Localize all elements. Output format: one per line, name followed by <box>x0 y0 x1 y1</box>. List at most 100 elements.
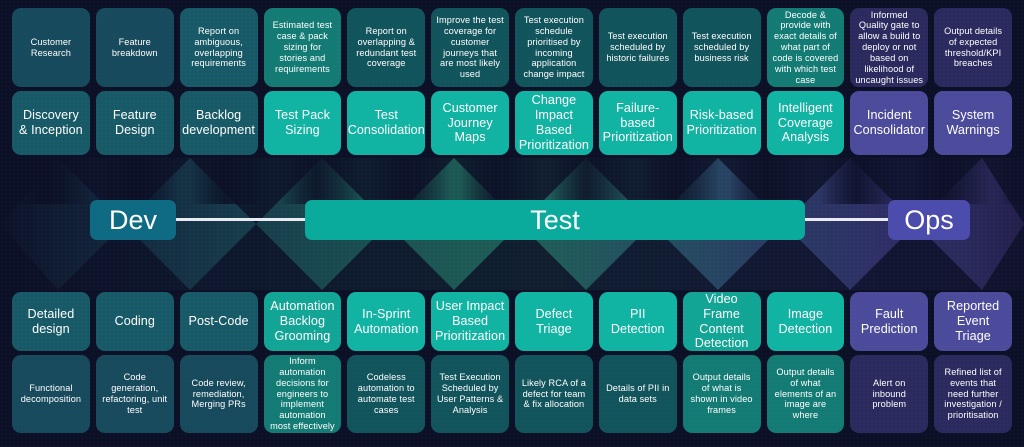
bottom-stage-card-label: PII Detection <box>610 306 665 336</box>
connector-test-ops <box>803 218 890 221</box>
top-stage-card-12[interactable]: System Warnings <box>934 91 1012 155</box>
bottom-description-card-label: Alert on inbound problem <box>872 377 907 410</box>
top-stage-card-label: Change Impact Based Prioritization <box>518 93 590 152</box>
bottom-description-card-label: Output details of what elements of an im… <box>774 366 837 421</box>
bottom-stage-card-2[interactable]: Coding <box>95 292 174 351</box>
top-description-card-label: Estimated test case & pack sizing for st… <box>272 20 333 74</box>
top-stage-card-label: Risk-based Prioritization <box>686 108 757 137</box>
top-description-card-3[interactable]: Report on ambiguous, overlapping require… <box>179 8 258 87</box>
top-stage-card-10[interactable]: Intelligent Coverage Analysis <box>766 91 845 155</box>
top-stage-card-8[interactable]: Failure-based Prioritization <box>598 91 677 155</box>
ops-stage-bar[interactable]: Ops <box>888 200 970 240</box>
top-stage-card-label: Incident Consolidator <box>853 108 925 137</box>
top-description-row: Customer Research Feature breakdown Report… <box>12 8 1012 87</box>
dev-stage-bar[interactable]: Dev <box>90 200 176 240</box>
top-description-card-5[interactable]: Report on overlapping & redundant test c… <box>347 8 426 87</box>
bottom-stage-card-3[interactable]: Post-Code <box>179 292 258 351</box>
bottom-stage-card-label: Post-Code <box>188 314 249 329</box>
top-description-card-label: Customer Research <box>30 36 72 58</box>
bottom-description-card-2[interactable]: Code generation, refactoring, unit test <box>95 355 174 433</box>
top-stage-card-label: Customer Journey Maps <box>442 100 498 145</box>
top-stage-card-7[interactable]: Change Impact Based Prioritization <box>515 91 593 155</box>
top-stage-card-3[interactable]: Backlog development <box>179 91 258 155</box>
top-description-card-7[interactable]: Test execution schedule prioritised by i… <box>515 8 593 87</box>
bottom-description-card-label: Code review, remediation, Merging PRs <box>191 377 246 410</box>
bottom-stage-card-9[interactable]: Video Frame Content Detection <box>682 292 761 351</box>
ops-stage-label: Ops <box>904 204 954 235</box>
test-stage-label: Test <box>530 204 580 235</box>
bottom-stage-card-label: Video Frame Content Detection <box>694 292 749 351</box>
bottom-description-card-label: Codeless automation to automate test cas… <box>357 372 415 415</box>
top-description-card-9[interactable]: Test execution scheduled by business ris… <box>682 8 761 87</box>
top-description-card-label: Test execution schedule prioritised by i… <box>523 14 585 80</box>
bottom-stage-card-10[interactable]: Image Detection <box>766 292 845 351</box>
bottom-stage-card-6[interactable]: User Impact Based Prioritization <box>431 292 509 351</box>
top-description-card-1[interactable]: Customer Research <box>12 8 90 87</box>
bottom-stage-card-8[interactable]: PII Detection <box>598 292 677 351</box>
top-description-card-label: Feature breakdown <box>111 36 158 58</box>
top-stage-card-9[interactable]: Risk-based Prioritization <box>682 91 761 155</box>
bottom-stage-card-11[interactable]: Fault Prediction <box>850 292 929 351</box>
top-description-card-10[interactable]: Decode & provide with exact details of w… <box>766 8 845 87</box>
top-description-card-8[interactable]: Test execution scheduled by historic fai… <box>598 8 677 87</box>
bottom-stage-card-label: User Impact Based Prioritization <box>435 299 506 343</box>
top-stage-card-4[interactable]: Test Pack Sizing <box>263 91 342 155</box>
bottom-description-card-label: Refined list of events that need further… <box>944 366 1002 421</box>
top-description-card-label: Improve the test coverage for customer j… <box>436 14 504 80</box>
bottom-description-row: Functional decomposition Code generation,… <box>12 355 1012 433</box>
top-stage-card-label: Discovery & Inception <box>19 108 83 137</box>
top-stage-card-2[interactable]: Feature Design <box>95 91 174 155</box>
bottom-description-card-label: Output details of what is shown in video… <box>690 372 753 415</box>
top-description-card-12[interactable]: Output details of expected threshold/KPI… <box>934 8 1012 87</box>
bottom-stage-card-label: Fault Prediction <box>860 306 918 336</box>
bottom-description-card-9[interactable]: Output details of what is shown in video… <box>682 355 761 433</box>
bottom-stage-card-label: In-Sprint Automation <box>354 306 419 336</box>
bottom-stage-card-label: Defect Triage <box>535 306 573 336</box>
top-description-card-2[interactable]: Feature breakdown <box>95 8 174 87</box>
bottom-description-card-12[interactable]: Refined list of events that need further… <box>934 355 1012 433</box>
top-stage-card-5[interactable]: Test Consolidation <box>347 91 426 155</box>
top-stage-card-11[interactable]: Incident Consolidator <box>850 91 929 155</box>
bottom-stage-card-12[interactable]: Reported Event Triage <box>934 292 1012 351</box>
top-description-card-label: Test execution scheduled by business ris… <box>691 31 752 63</box>
top-stage-card-label: Test Pack Sizing <box>274 108 330 137</box>
bottom-stage-card-label: Coding <box>114 314 155 329</box>
bottom-stage-card-1[interactable]: Detailed design <box>12 292 90 351</box>
bottom-description-card-label: Test Execution Scheduled by User Pattern… <box>436 372 504 415</box>
bottom-stage-card-7[interactable]: Defect Triage <box>515 292 593 351</box>
bottom-description-card-7[interactable]: Likely RCA of a defect for team & fix al… <box>515 355 593 433</box>
bottom-description-card-6[interactable]: Test Execution Scheduled by User Pattern… <box>431 355 509 433</box>
bottom-description-card-5[interactable]: Codeless automation to automate test cas… <box>347 355 426 433</box>
bottom-description-card-4[interactable]: Inform automation decisions for engineer… <box>263 355 342 433</box>
top-description-card-label: Decode & provide with exact details of w… <box>772 9 839 85</box>
bottom-description-card-8[interactable]: Details of PII in data sets <box>598 355 677 433</box>
bottom-stage-card-label: Automation Backlog Grooming <box>270 299 335 343</box>
top-stage-card-label: Test Consolidation <box>347 108 425 137</box>
bottom-description-card-11[interactable]: Alert on inbound problem <box>850 355 929 433</box>
bottom-description-card-label: Functional decomposition <box>20 383 82 404</box>
top-stage-card-6[interactable]: Customer Journey Maps <box>431 91 509 155</box>
top-description-card-label: Informed Quality gate to allow a build t… <box>855 9 924 85</box>
bottom-stage-card-label: Reported Event Triage <box>946 299 1000 343</box>
bottom-stage-card-label: Image Detection <box>778 306 833 336</box>
top-description-card-6[interactable]: Improve the test coverage for customer j… <box>431 8 509 87</box>
bottom-stage-row: Detailed design Coding Post-Code Automation… <box>12 292 1012 351</box>
chevron-pattern <box>0 158 1024 290</box>
bottom-description-card-3[interactable]: Code review, remediation, Merging PRs <box>179 355 258 433</box>
top-stage-card-1[interactable]: Discovery & Inception <box>12 91 90 155</box>
top-description-card-label: Test execution scheduled by historic fai… <box>606 31 670 63</box>
bottom-description-card-label: Likely RCA of a defect for team & fix al… <box>521 377 587 410</box>
bottom-description-card-1[interactable]: Functional decomposition <box>12 355 90 433</box>
top-description-card-11[interactable]: Informed Quality gate to allow a build t… <box>850 8 929 87</box>
bottom-stage-card-5[interactable]: In-Sprint Automation <box>347 292 426 351</box>
bottom-description-card-10[interactable]: Output details of what elements of an im… <box>766 355 845 433</box>
bottom-stage-card-4[interactable]: Automation Backlog Grooming <box>263 292 342 351</box>
top-description-card-4[interactable]: Estimated test case & pack sizing for st… <box>263 8 342 87</box>
bottom-description-card-label: Code generation, refactoring, unit test <box>102 372 168 415</box>
bottom-description-card-label: Details of PII in data sets <box>606 383 670 404</box>
top-stage-card-label: Intelligent Coverage Analysis <box>777 100 833 145</box>
test-stage-bar[interactable]: Test <box>305 200 805 240</box>
bottom-description-card-label: Inform automation decisions for engineer… <box>270 356 335 432</box>
